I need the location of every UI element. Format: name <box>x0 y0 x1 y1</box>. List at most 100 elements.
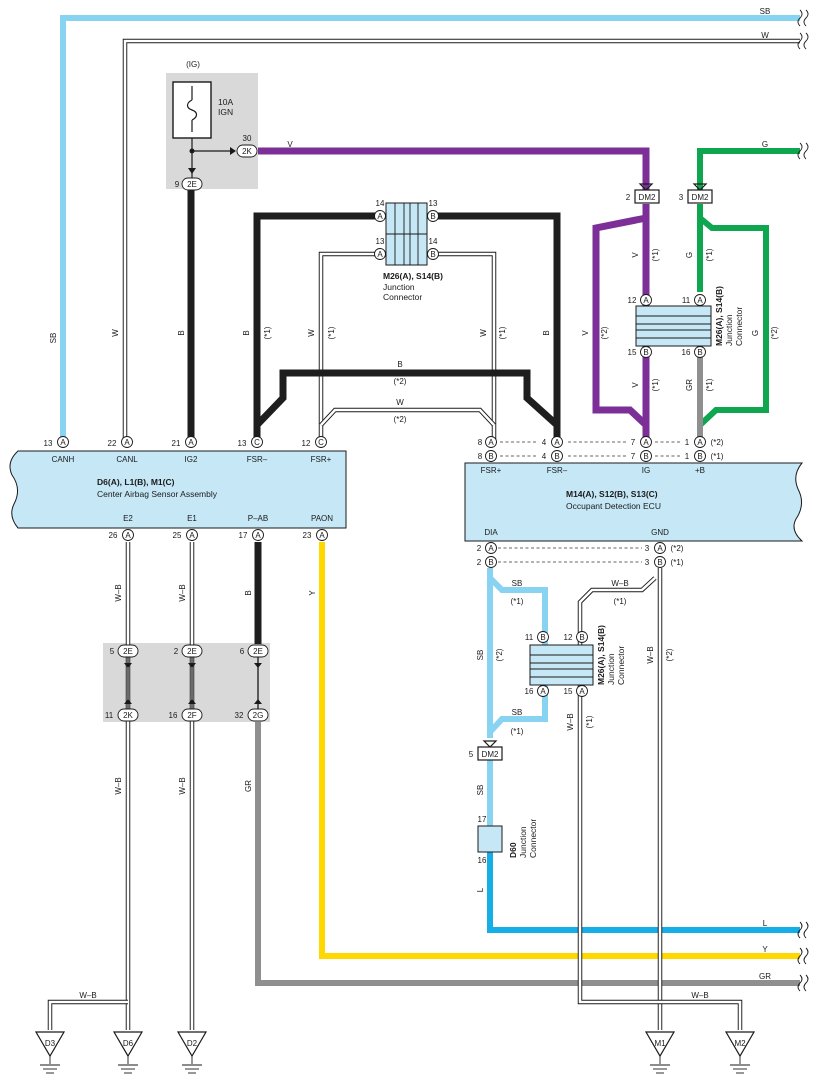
fuse-pin-bottom: 9 <box>175 180 180 189</box>
svg-text:G: G <box>685 252 694 258</box>
junction-connector-low: B B A A 11 12 16 15 M26(A), S14(B) Junct… <box>525 625 626 697</box>
svg-text:W–B: W–B <box>691 991 708 1000</box>
junction-connector-top: A B A B 14 13 13 14 M26(A), S14(B) Junct… <box>374 199 443 302</box>
svg-text:W: W <box>479 329 488 337</box>
svg-text:12: 12 <box>302 439 311 448</box>
left-ecu-pin-e1: E1 25 A <box>173 514 198 541</box>
svg-text:B: B <box>488 558 493 567</box>
svg-text:W–B: W–B <box>114 777 123 794</box>
wire-v-2 <box>592 214 649 428</box>
svg-text:6: 6 <box>240 647 245 656</box>
wire-w-fsrp-2 <box>319 407 496 427</box>
ground-d3: D3 <box>34 1031 66 1074</box>
svg-text:(*2): (*2) <box>665 648 674 661</box>
svg-text:A: A <box>377 212 383 221</box>
svg-text:2E: 2E <box>253 647 263 656</box>
svg-text:B: B <box>697 452 702 461</box>
left-ecu-desc: Center Airbag Sensor Assembly <box>97 489 218 499</box>
junction-top-name: M26(A), S14(B) <box>383 271 443 281</box>
svg-text:W–B: W–B <box>646 646 655 663</box>
left-ecu-pin-canh: 13 A CANH <box>44 436 75 464</box>
svg-text:(*2): (*2) <box>394 377 407 386</box>
svg-text:8: 8 <box>478 438 483 447</box>
svg-text:(*1): (*1) <box>671 558 684 567</box>
svg-text:A: A <box>643 296 649 305</box>
fuse-conn-top: 2K <box>242 147 252 156</box>
svg-text:FSR+: FSR+ <box>481 466 502 475</box>
svg-text:D60: D60 <box>508 842 518 858</box>
svg-text:A: A <box>255 531 261 540</box>
svg-text:DM2: DM2 <box>482 750 499 759</box>
svg-text:E1: E1 <box>187 514 197 523</box>
svg-text:B: B <box>430 250 435 259</box>
svg-text:A: A <box>188 438 194 447</box>
svg-text:A: A <box>319 531 325 540</box>
svg-text:B: B <box>244 590 253 595</box>
svg-text:M1: M1 <box>654 1039 666 1048</box>
svg-text:7: 7 <box>631 452 636 461</box>
svg-text:12: 12 <box>628 296 637 305</box>
wire-v-ig <box>258 147 650 190</box>
svg-text:(*1): (*1) <box>498 326 507 339</box>
svg-text:CANL: CANL <box>116 455 138 464</box>
svg-text:DM2: DM2 <box>692 193 709 202</box>
svg-text:Junction: Junction <box>383 282 415 292</box>
svg-text:B: B <box>643 452 648 461</box>
right-ecu-top-pins: 8 A 4 A 7 A 1 A (*2) 8 B 4 B 7 B 1 B (*1… <box>478 436 724 462</box>
svg-text:(*1): (*1) <box>711 452 724 461</box>
svg-text:B: B <box>177 330 186 335</box>
fuse-ign: (IG) 10A IGN 30 2K 9 2E <box>172 60 258 191</box>
svg-text:26: 26 <box>109 531 118 540</box>
svg-text:Junction: Junction <box>518 826 528 858</box>
svg-text:(*1): (*1) <box>614 597 627 606</box>
svg-text:Connector: Connector <box>616 646 626 685</box>
wire-gr-bottom <box>255 722 800 986</box>
junction-connector-d60: 17 16 D60 Junction Connector <box>477 815 538 865</box>
svg-text:SB: SB <box>760 7 771 16</box>
svg-text:B: B <box>430 212 435 221</box>
svg-text:+B: +B <box>695 466 705 475</box>
ground-d6: D6 <box>112 1031 144 1074</box>
junction-connector-right: A A B B 12 11 15 16 M26(A), S14(B) Junct… <box>628 286 744 358</box>
svg-text:14: 14 <box>376 199 385 208</box>
svg-text:Connector: Connector <box>734 307 744 346</box>
svg-text:W–B: W–B <box>611 579 628 588</box>
occupant-detection-ecu: M14(A), S12(B), S13(C) Occupant Detectio… <box>464 462 804 542</box>
svg-text:B: B <box>542 330 551 335</box>
svg-text:SB: SB <box>476 650 485 661</box>
svg-text:12: 12 <box>564 633 573 642</box>
svg-text:M26(A), S14(B): M26(A), S14(B) <box>714 286 724 346</box>
svg-text:11: 11 <box>525 633 534 642</box>
svg-text:FSR–: FSR– <box>247 455 268 464</box>
svg-text:2: 2 <box>477 558 482 567</box>
svg-text:GR: GR <box>759 972 771 981</box>
svg-text:(*2): (*2) <box>600 326 609 339</box>
svg-text:25: 25 <box>173 531 182 540</box>
center-airbag-sensor-assembly: D6(A), L1(B), M1(C) Center Airbag Sensor… <box>9 436 347 541</box>
svg-text:2E: 2E <box>123 647 133 656</box>
fuse-pin-top: 30 <box>243 134 252 143</box>
svg-text:IG2: IG2 <box>185 455 198 464</box>
right-ecu-name: M14(A), S12(B), S13(C) <box>566 489 658 499</box>
wire-wb-gnd-1 <box>577 576 660 1005</box>
left-ecu-pin-fsr-plus: 12 C FSR+ <box>302 436 332 464</box>
svg-text:W: W <box>761 31 769 40</box>
svg-text:(*1): (*1) <box>263 326 272 339</box>
wire-b-fsrm-1 <box>253 212 380 440</box>
fuse-name: IGN <box>218 107 233 117</box>
svg-text:13: 13 <box>238 439 247 448</box>
svg-text:(*1): (*1) <box>511 597 524 606</box>
svg-text:IG: IG <box>642 466 650 475</box>
svg-text:E2: E2 <box>123 514 133 523</box>
svg-text:B: B <box>540 633 545 642</box>
svg-text:17: 17 <box>239 531 248 540</box>
wire-end-marks <box>797 9 809 992</box>
svg-text:5: 5 <box>469 750 474 759</box>
svg-text:W–B: W–B <box>178 777 187 794</box>
fuse-rating: 10A <box>218 97 233 107</box>
svg-text:A: A <box>540 687 546 696</box>
svg-text:2: 2 <box>174 647 179 656</box>
svg-text:B: B <box>579 633 584 642</box>
intermediate-connectors: 2E 5 2K 11 2E 2 2F 16 2E 6 2G 32 <box>105 644 269 722</box>
svg-text:A: A <box>488 544 494 553</box>
